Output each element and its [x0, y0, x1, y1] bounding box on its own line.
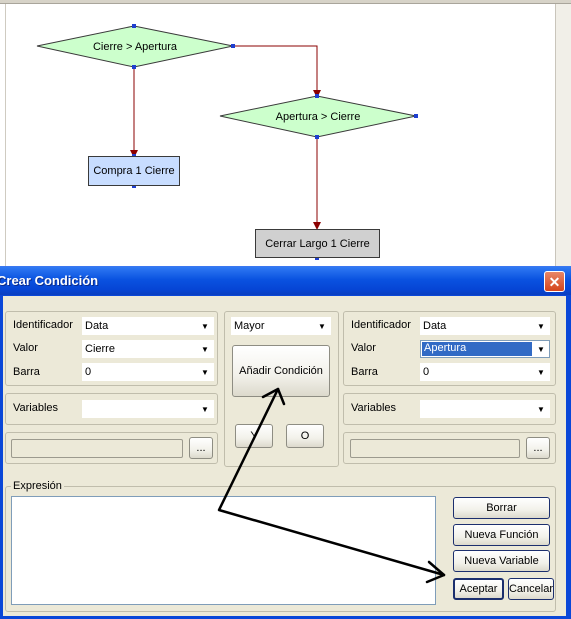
- operator-value: Mayor: [234, 320, 265, 332]
- chevron-down-icon[interactable]: ▼: [201, 344, 209, 354]
- aceptar-button[interactable]: Aceptar: [453, 578, 504, 600]
- left-operand-group: Identificador Data ▼ Valor Cierre ▼ Barr…: [5, 311, 218, 386]
- condition-node-apertura-cierre[interactable]: Apertura > Cierre: [275, 110, 361, 123]
- handle: [231, 44, 235, 48]
- chevron-down-icon[interactable]: ▼: [318, 321, 326, 331]
- action-node-compra[interactable]: Compra 1 Cierre: [88, 156, 180, 186]
- canvas-top-border: [0, 0, 571, 4]
- right-identificador-value: Data: [423, 320, 447, 332]
- edge-cierre-to-apertura: [233, 45, 318, 94]
- nueva-funcion-button[interactable]: Nueva Función: [453, 524, 550, 546]
- borrar-button[interactable]: Borrar: [453, 497, 550, 519]
- left-variables-combo[interactable]: ▼: [82, 400, 214, 418]
- action-node-cerrar-largo[interactable]: Cerrar Largo 1 Cierre: [255, 229, 380, 258]
- chevron-down-icon[interactable]: ▼: [537, 404, 545, 414]
- flowchart-canvas[interactable]: Cierre > Apertura Apertura > Cierre Comp…: [0, 0, 571, 266]
- left-expression-field[interactable]: [11, 439, 183, 458]
- left-barra-value: 0: [85, 366, 92, 378]
- handle: [414, 114, 418, 118]
- right-browse-button[interactable]: ...: [526, 437, 550, 459]
- expression-textarea[interactable]: [11, 496, 436, 605]
- handle: [132, 24, 136, 28]
- handle: [315, 256, 319, 260]
- right-barra-combo[interactable]: 0 ▼: [420, 363, 550, 381]
- right-identificador-label: Identificador: [351, 319, 411, 331]
- right-variables-combo[interactable]: ▼: [420, 400, 550, 418]
- right-expression-group: ...: [343, 432, 556, 464]
- left-identificador-combo[interactable]: Data ▼: [82, 317, 214, 335]
- left-variables-group: Variables ▼: [5, 393, 218, 425]
- close-icon[interactable]: ✕: [544, 271, 565, 292]
- right-valor-value: Apertura: [422, 342, 532, 356]
- dialog-client-area: Identificador Data ▼ Valor Cierre ▼ Barr…: [3, 296, 566, 616]
- flowchart-edges: [36, 24, 418, 260]
- operator-combo[interactable]: Mayor ▼: [231, 317, 331, 335]
- left-valor-combo[interactable]: Cierre ▼: [82, 340, 214, 358]
- right-expression-field[interactable]: [350, 439, 520, 458]
- handle: [315, 94, 319, 98]
- or-button[interactable]: O: [286, 424, 324, 448]
- crear-condicion-dialog: Crear Condición ✕ Identificador Data ▼ V…: [0, 266, 571, 619]
- canvas-left-border: [5, 4, 6, 266]
- left-barra-label: Barra: [13, 366, 40, 378]
- chevron-down-icon[interactable]: ▼: [201, 367, 209, 377]
- chevron-down-icon[interactable]: ▼: [537, 367, 545, 377]
- nueva-variable-button[interactable]: Nueva Variable: [453, 550, 550, 572]
- left-valor-value: Cierre: [85, 343, 115, 355]
- chevron-down-icon[interactable]: ▼: [201, 404, 209, 414]
- condition-node-cierre-apertura[interactable]: Cierre > Apertura: [92, 40, 178, 53]
- right-valor-combo[interactable]: Apertura ▼: [420, 340, 550, 358]
- handle: [132, 65, 136, 69]
- right-variables-label: Variables: [351, 402, 397, 414]
- add-condition-button[interactable]: Añadir Condición: [232, 345, 330, 397]
- right-operand-group: Identificador Data ▼ Valor Apertura ▼ Ba…: [343, 311, 556, 386]
- left-expression-group: ...: [5, 432, 218, 464]
- arrowhead-cerrar: [313, 222, 321, 230]
- left-valor-label: Valor: [13, 342, 38, 354]
- right-identificador-combo[interactable]: Data ▼: [420, 317, 550, 335]
- right-valor-label: Valor: [351, 342, 376, 354]
- canvas-vertical-scrollbar[interactable]: [555, 4, 571, 266]
- handle: [132, 184, 136, 188]
- right-variables-group: Variables ▼: [343, 393, 556, 425]
- expression-label: Expresión: [11, 480, 64, 492]
- left-identificador-label: Identificador: [13, 319, 73, 331]
- cancelar-button[interactable]: Cancelar: [508, 578, 554, 600]
- chevron-down-icon[interactable]: ▼: [537, 344, 545, 354]
- left-variables-label: Variables: [13, 402, 59, 414]
- left-identificador-value: Data: [85, 320, 109, 332]
- left-barra-combo[interactable]: 0 ▼: [82, 363, 214, 381]
- dialog-titlebar[interactable]: Crear Condición ✕: [0, 267, 571, 295]
- and-button[interactable]: Y: [235, 424, 273, 448]
- handle: [315, 135, 319, 139]
- dialog-title: Crear Condición: [0, 273, 99, 288]
- right-barra-label: Barra: [351, 366, 378, 378]
- chevron-down-icon[interactable]: ▼: [537, 321, 545, 331]
- right-barra-value: 0: [423, 366, 430, 378]
- left-browse-button[interactable]: ...: [189, 437, 213, 459]
- center-operator-group: Mayor ▼ Añadir Condición Y O: [224, 311, 339, 467]
- expression-group: Borrar Nueva Función Nueva Variable Acep…: [5, 486, 556, 612]
- chevron-down-icon[interactable]: ▼: [201, 321, 209, 331]
